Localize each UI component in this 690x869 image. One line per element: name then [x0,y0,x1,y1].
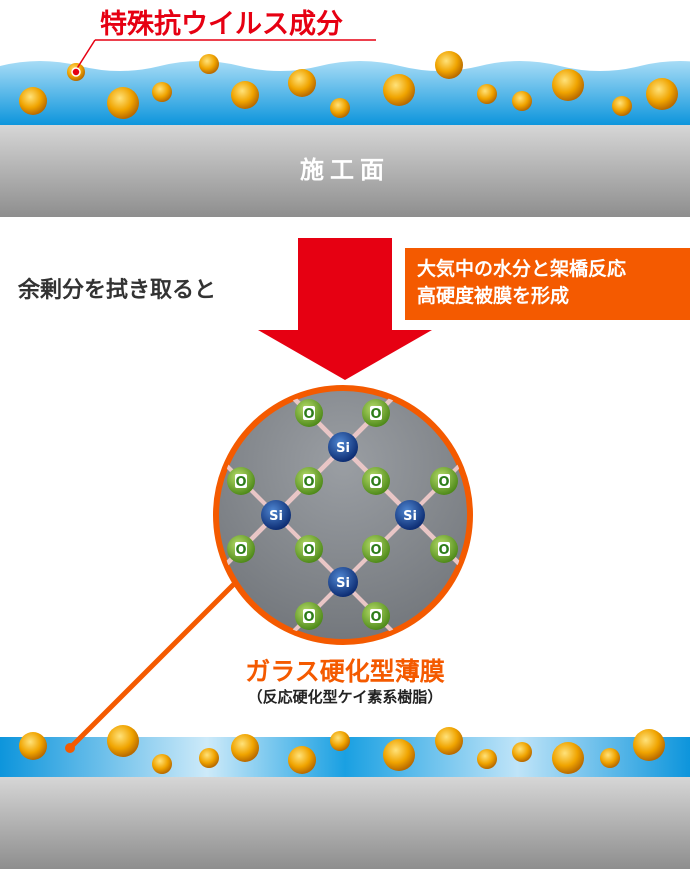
silicon-label: Si [336,441,350,456]
virus-particle [330,98,350,118]
virus-particle [612,96,632,116]
virus-particle [231,81,259,109]
film-title: ガラス硬化型薄膜 [245,657,445,686]
silicon-label: Si [336,576,350,591]
oxygen-label-bg [370,609,382,623]
film-subtitle: （反応硬化型ケイ素系樹脂） [247,688,443,706]
virus-particle [477,84,497,104]
virus-particle [600,748,620,768]
oxygen-label-bg [303,609,315,623]
oxygen-label: O [370,407,381,422]
oxygen-label-bg [303,474,315,488]
surface-top [0,125,690,217]
silicon-label: Si [269,509,283,524]
virus-particle [152,754,172,774]
virus-particle [107,87,139,119]
virus-particle [552,69,584,101]
title-antiviral-component: 特殊抗ウイルス成分 [100,9,343,40]
bond-line [221,580,345,640]
virus-particle [199,54,219,74]
oxygen-label: O [303,407,314,422]
reaction-line1: 大気中の水分と架橋反応 [417,258,627,280]
oxygen-label-bg [235,542,247,556]
reaction-box: 大気中の水分と架橋反応 高硬度被膜を形成 [405,248,690,320]
surface-bottom [0,777,690,869]
virus-particle [288,746,316,774]
oxygen-label-bg [370,406,382,420]
callout-dot [71,67,81,77]
bond-line [218,513,278,637]
oxygen-label-bg [370,474,382,488]
oxygen-label: O [370,610,381,625]
oxygen-label: O [235,543,246,558]
virus-particle [152,82,172,102]
oxygen-label-bg [303,542,315,556]
oxygen-label: O [235,475,246,490]
surface-label: 施工面 [300,156,390,184]
virus-particle [199,748,219,768]
oxygen-label-bg [438,474,450,488]
virus-particle [19,87,47,115]
wipe-off-text: 余剰分を拭き取ると [18,278,217,303]
virus-particle [383,739,415,771]
virus-particle [288,69,316,97]
oxygen-label-bg [438,542,450,556]
virus-particle [435,51,463,79]
silicon-atom [328,432,358,462]
magnified-circle [213,385,473,645]
zoom-pointer-line [68,576,242,750]
virus-particle [552,742,584,774]
oxygen-label: O [370,475,381,490]
oxygen-label: O [303,543,314,558]
bond-line [408,513,468,637]
virus-particle [512,91,532,111]
virus-particle [231,734,259,762]
virus-particle [633,729,665,761]
oxygen-label: O [438,543,449,558]
oxygen-label: O [303,475,314,490]
oxygen-label: O [438,475,449,490]
virus-particle [107,725,139,757]
virus-particle [19,732,47,760]
silicon-atom [395,500,425,530]
oxygen-label-bg [370,542,382,556]
silicon-label: Si [403,509,417,524]
virus-particles-top [19,51,678,119]
oxygen-label: O [303,610,314,625]
virus-particle [512,742,532,762]
oxygen-label: O [370,543,381,558]
virus-particle [646,78,678,110]
bond-line [341,580,465,640]
virus-particles-bottom [19,725,665,774]
silicon-atom [261,500,291,530]
virus-particle [435,727,463,755]
virus-particle [477,749,497,769]
down-arrow [258,238,432,380]
oxygen-label-bg [303,406,315,420]
virus-particle [383,74,415,106]
silicon-atom [328,567,358,597]
reaction-line2: 高硬度被膜を形成 [417,285,570,307]
virus-particle [330,731,350,751]
oxygen-label-bg [235,474,247,488]
